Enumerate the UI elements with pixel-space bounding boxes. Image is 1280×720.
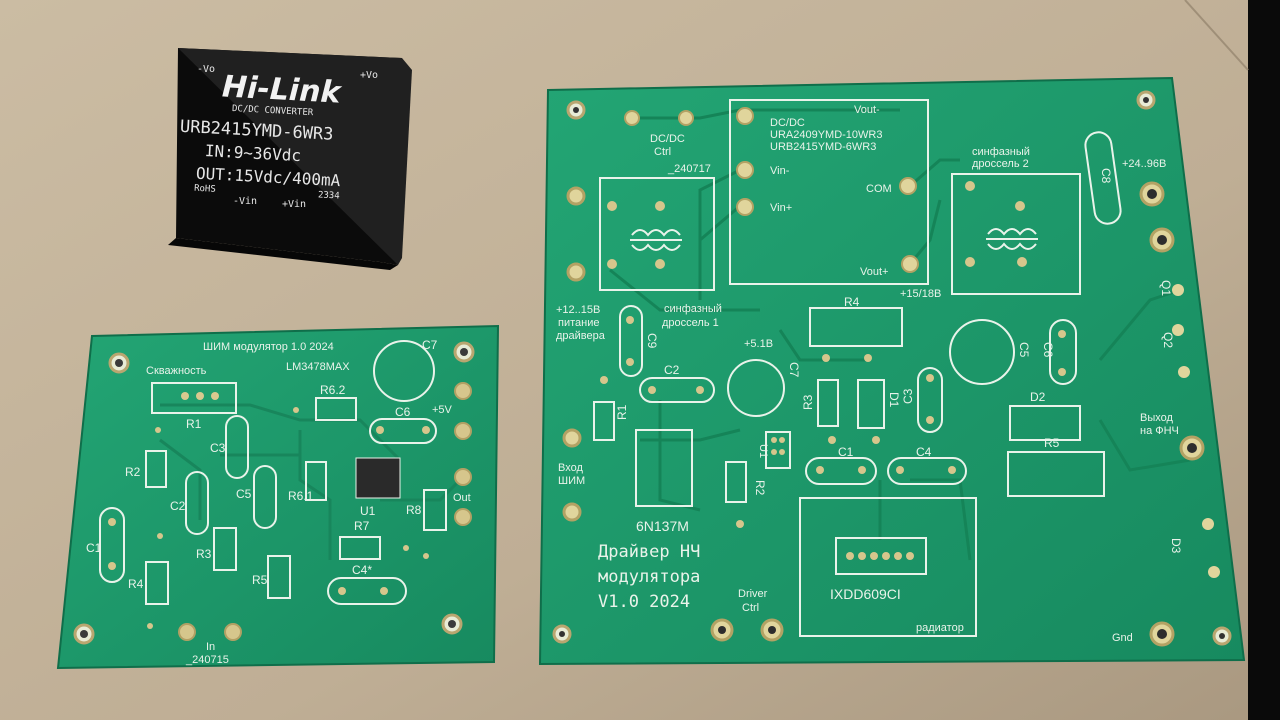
output-line-2: на ФНЧ bbox=[1140, 425, 1179, 437]
ref-c5-large: C5 bbox=[1017, 342, 1031, 358]
ref-r8: R8 bbox=[406, 503, 422, 517]
ref-r4: R4 bbox=[128, 577, 144, 591]
pwm-in-line-2: ШИМ bbox=[558, 475, 585, 487]
ref-r1: R1 bbox=[186, 417, 202, 431]
ref-c4-star: C4* bbox=[352, 563, 372, 577]
dark-edge bbox=[1248, 0, 1280, 720]
board-title-line-3: V1.0 2024 bbox=[598, 592, 690, 612]
ref-r5: R5 bbox=[252, 573, 268, 587]
ref-d3: D3 bbox=[1169, 538, 1183, 554]
output-line-1: Выход bbox=[1140, 412, 1173, 424]
label-radiator: радиатор bbox=[916, 622, 964, 634]
driver-ctrl-line-1: Driver bbox=[738, 588, 768, 600]
pin-vo-minus: -Vo bbox=[197, 64, 215, 75]
board-title-line-1: Драйвер НЧ bbox=[598, 542, 700, 562]
module-brand: Hi-Link bbox=[221, 69, 343, 110]
pin-vo-plus: +Vo bbox=[360, 70, 378, 81]
module-lot: 2334 bbox=[318, 190, 340, 201]
small-board-5v-label: +5V bbox=[432, 404, 453, 416]
dcdc-block-line-3: URB2415YMD-6WR3 bbox=[770, 141, 876, 153]
driver-ctrl-line-2: Ctrl bbox=[742, 602, 759, 614]
ref-u1: U1 bbox=[360, 504, 376, 518]
label-24-96v: +24..96В bbox=[1122, 158, 1166, 170]
dcdc-block-line-1: DC/DC bbox=[770, 117, 805, 129]
ref-d2: D2 bbox=[1030, 390, 1046, 404]
large-board-date-code: _240717 bbox=[667, 163, 711, 175]
small-pcb-board: ШИМ модулятор 1.0 2024 LM3478MAX Скважно… bbox=[56, 324, 500, 670]
ref-d1: D1 bbox=[887, 392, 901, 408]
small-board-date-code: _240715 bbox=[185, 654, 229, 666]
dcdc-block-line-2: URA2409YMD-10WR3 bbox=[770, 129, 882, 141]
label-5-1v: +5.1В bbox=[744, 338, 773, 350]
ref-r7: R7 bbox=[354, 519, 370, 533]
pin-vin-minus: -Vin bbox=[233, 196, 257, 207]
ref-r5-large: R5 bbox=[1044, 436, 1060, 450]
ref-r2-large: R2 bbox=[753, 480, 767, 496]
small-board-ic-name: LM3478MAX bbox=[286, 361, 350, 373]
small-board-in-label: In bbox=[206, 641, 215, 653]
ref-r4-large: R4 bbox=[844, 295, 860, 309]
small-board-out-label: Out bbox=[453, 492, 471, 504]
module-subtitle: DC/DC CONVERTER bbox=[232, 104, 314, 118]
small-board-title: ШИМ модулятор 1.0 2024 bbox=[203, 341, 334, 353]
small-board-duty-label: Скважность bbox=[146, 365, 207, 377]
label-vin-minus: Vin- bbox=[770, 165, 790, 177]
choke1-line-1: синфазный bbox=[664, 303, 722, 315]
dcdc-converter-module: Hi-Link DC/DC CONVERTER URB2415YMD-6WR3 … bbox=[168, 48, 412, 270]
ref-c2: C2 bbox=[170, 499, 186, 513]
choke2-line-1: синфазный bbox=[972, 146, 1030, 158]
ref-c3: C3 bbox=[210, 441, 226, 455]
ref-r3-large: R3 bbox=[801, 394, 815, 410]
ref-c3-large: C3 bbox=[901, 388, 915, 404]
ref-r6-1: R6.1 bbox=[288, 489, 314, 503]
ref-c1: C1 bbox=[86, 541, 102, 555]
choke1-line-2: дроссель 1 bbox=[662, 317, 719, 329]
label-gnd: Gnd bbox=[1112, 632, 1133, 644]
ref-c1-large: C1 bbox=[838, 445, 854, 459]
label-vout-minus: Vout- bbox=[854, 104, 880, 116]
ref-c5: C5 bbox=[236, 487, 252, 501]
label-com: COM bbox=[866, 183, 892, 195]
label-optocoupler: 6N137M bbox=[636, 518, 689, 534]
ref-r6-2: R6.2 bbox=[320, 383, 346, 397]
dcdc-ctrl-line-1: DC/DC bbox=[650, 133, 685, 145]
supply-line-2: питание bbox=[558, 317, 599, 329]
ref-q2: Q2 bbox=[1161, 332, 1175, 348]
ref-c2-large: C2 bbox=[664, 363, 680, 377]
pin-vin-plus: +Vin bbox=[282, 199, 306, 210]
dcdc-ctrl-line-2: Ctrl bbox=[654, 146, 671, 158]
supply-line-3: драйвера bbox=[556, 330, 606, 342]
module-rohs: RoHS bbox=[194, 184, 216, 195]
board-title-line-2: модулятора bbox=[598, 567, 700, 587]
ref-r3: R3 bbox=[196, 547, 212, 561]
label-vin-plus: Vin+ bbox=[770, 202, 792, 214]
ref-c6-large: C6 bbox=[1041, 342, 1055, 358]
ref-c8: C8 bbox=[1099, 168, 1113, 184]
ref-r2: R2 bbox=[125, 465, 141, 479]
label-driver-ic: IXDD609CI bbox=[830, 586, 901, 602]
ref-c7: C7 bbox=[422, 338, 438, 352]
supply-line-1: +12..15В bbox=[556, 304, 600, 316]
ref-r1-large: R1 bbox=[615, 404, 629, 420]
ref-q1: Q1 bbox=[1159, 280, 1173, 296]
label-vout-plus: Vout+ bbox=[860, 266, 888, 278]
choke2-line-2: дроссель 2 bbox=[972, 158, 1029, 170]
ref-c7-large: C7 bbox=[787, 362, 801, 378]
label-15-18v: +15/18В bbox=[900, 288, 941, 300]
ref-c6: C6 bbox=[395, 405, 411, 419]
ref-c9: C9 bbox=[645, 333, 659, 349]
ref-u1-large: U1 bbox=[757, 444, 769, 458]
pwm-in-line-1: Вход bbox=[558, 462, 583, 474]
ref-c4-large: C4 bbox=[916, 445, 932, 459]
large-pcb-board: Драйвер НЧ модулятора V1.0 2024 DC/DC Ct… bbox=[538, 76, 1246, 666]
